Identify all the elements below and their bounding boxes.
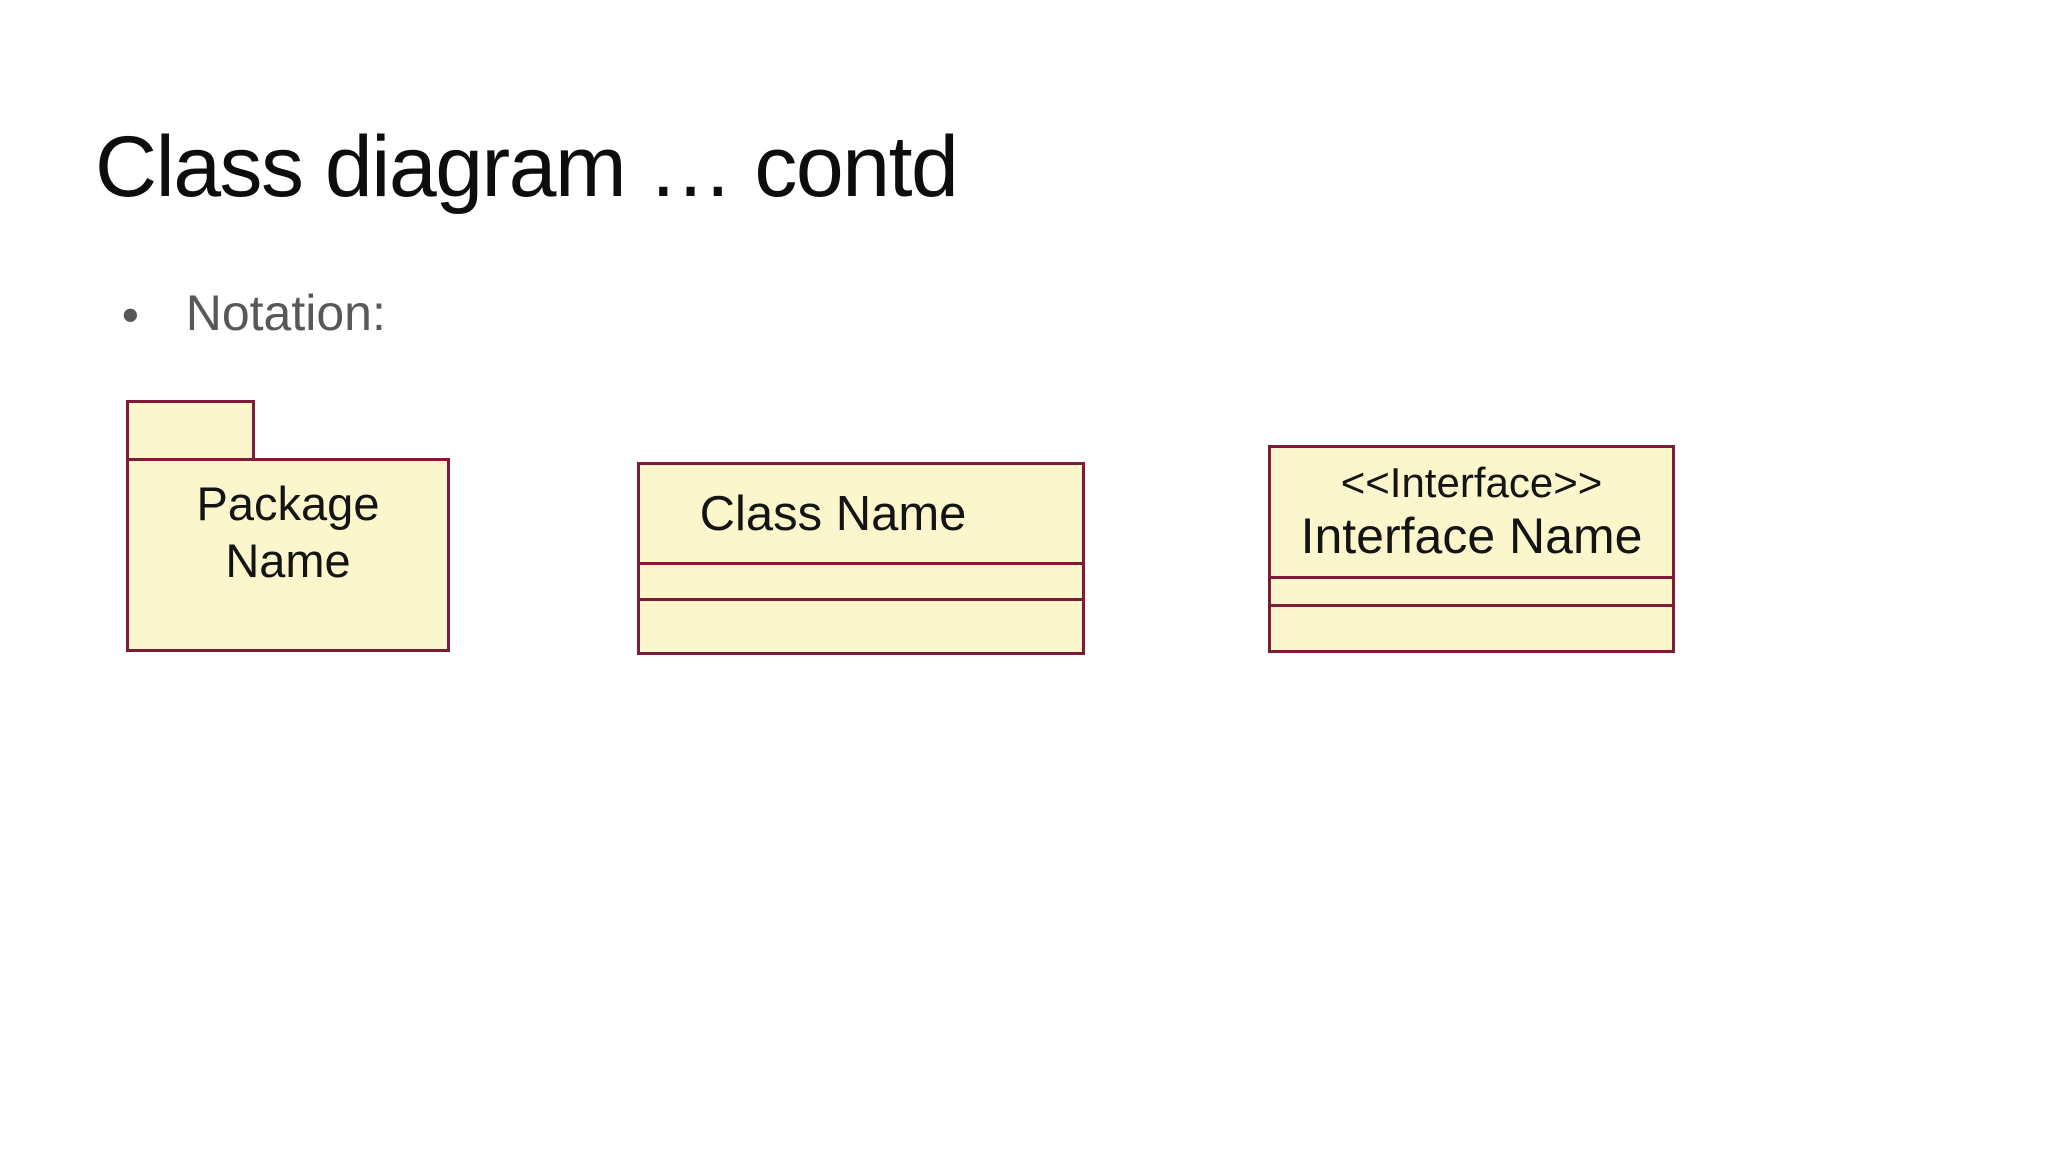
interface-name-label: Interface Name (1300, 508, 1643, 565)
package-tab (126, 400, 255, 458)
class-operations-compartment (640, 598, 1082, 652)
class-name-compartment: Class Name (640, 465, 1082, 562)
uml-class-shape: Class Name (637, 462, 1085, 655)
bullet-dot-icon: ● (121, 295, 140, 331)
package-name-label: Package Name (196, 477, 380, 588)
notation-label: Notation: (185, 285, 386, 341)
class-name-label: Class Name (699, 486, 967, 541)
notation-bullet-item: ● Notation: (121, 283, 386, 343)
interface-name-compartment: <<Interface>> Interface Name (1271, 448, 1672, 576)
package-body: Package Name (126, 458, 450, 652)
interface-attributes-compartment (1271, 576, 1672, 604)
slide-title: Class diagram … contd (95, 119, 959, 215)
class-attributes-compartment (640, 562, 1082, 598)
interface-operations-compartment (1271, 604, 1672, 650)
interface-stereotype-label: <<Interface>> (1340, 458, 1603, 506)
uml-package-shape: Package Name (126, 400, 450, 652)
uml-interface-shape: <<Interface>> Interface Name (1268, 445, 1675, 653)
